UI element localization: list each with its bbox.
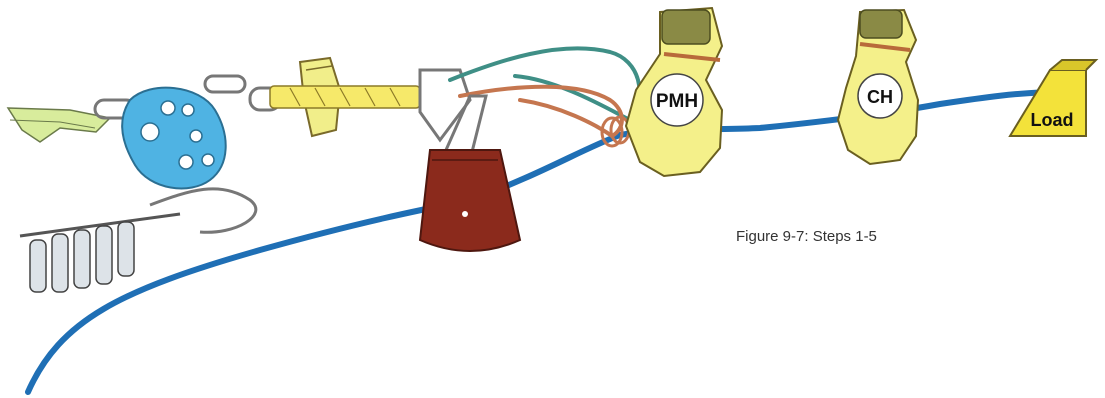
orange-prusik xyxy=(460,87,622,136)
rack-gear xyxy=(20,189,256,292)
right-anchor-carabiner xyxy=(420,70,470,140)
anchor-plate xyxy=(122,88,225,189)
anchor-rope xyxy=(270,86,420,108)
teal-prusik xyxy=(450,48,640,120)
figure-caption: Figure 9-7: Steps 1-5 xyxy=(736,228,877,245)
upper-carabiners xyxy=(205,76,280,110)
pulley xyxy=(420,150,520,251)
load-block: Load xyxy=(1010,60,1096,136)
ch-label: CH xyxy=(867,87,893,107)
ch-glove: CH xyxy=(838,10,918,164)
pmh-label: PMH xyxy=(656,91,698,112)
load-label: Load xyxy=(1031,110,1074,130)
pmh-glove: PMH xyxy=(626,8,722,176)
